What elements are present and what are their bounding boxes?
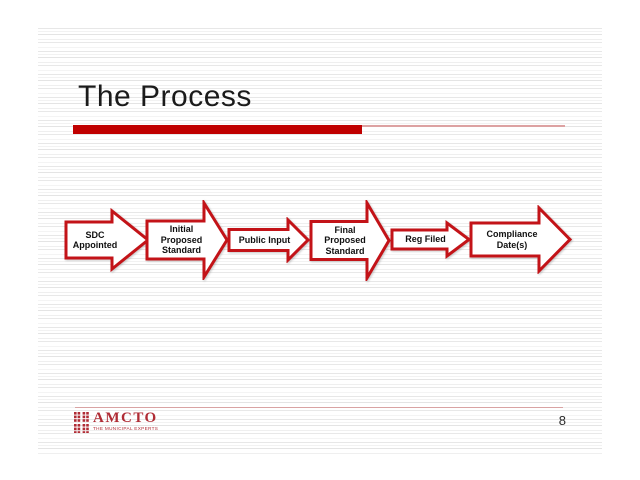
process-step-label: Reg Filed	[405, 234, 446, 245]
page-number: 8	[558, 413, 566, 428]
arrow-shape	[390, 220, 472, 259]
process-step-label: SDC Appointed	[72, 229, 118, 251]
amcto-logo-text: AMCTO	[93, 410, 158, 426]
process-step-final-proposed-standard: Final Proposed Standard	[308, 200, 392, 281]
process-step-reg-filed: Reg Filed	[389, 220, 472, 259]
process-step-public-input: Public Input	[226, 217, 311, 263]
arrow-shape	[309, 200, 391, 281]
process-step-initial-proposed-standard: Initial Proposed Standard	[144, 200, 230, 280]
amcto-logo-textblock: AMCTO THE MUNICIPAL EXPERTS	[93, 411, 177, 433]
process-step-label: Final Proposed Standard	[324, 224, 366, 256]
slide: The Process SDC Appointed Initial Propos…	[38, 28, 602, 455]
amcto-logo: AMCTO THE MUNICIPAL EXPERTS	[74, 411, 177, 433]
process-step-label: Initial Proposed Standard	[160, 224, 203, 256]
title-underline-bar	[73, 125, 362, 134]
arrow-shape	[469, 205, 573, 274]
arrow-shape	[145, 200, 229, 280]
arrow-shape	[64, 208, 151, 272]
title-underline-thin-line	[362, 125, 565, 127]
amcto-logo-tagline: THE MUNICIPAL EXPERTS	[93, 427, 159, 432]
process-step-label: Public Input	[238, 234, 291, 245]
arrow-shape	[227, 217, 311, 263]
page-title: The Process	[78, 80, 252, 113]
process-step-label: Compliance Date(s)	[486, 229, 538, 250]
process-step-sdc-appointed: SDC Appointed	[63, 208, 151, 272]
amcto-grid-icon	[74, 412, 89, 433]
footer-divider-line	[75, 407, 563, 408]
process-step-compliance-dates: Compliance Date(s)	[468, 205, 573, 274]
